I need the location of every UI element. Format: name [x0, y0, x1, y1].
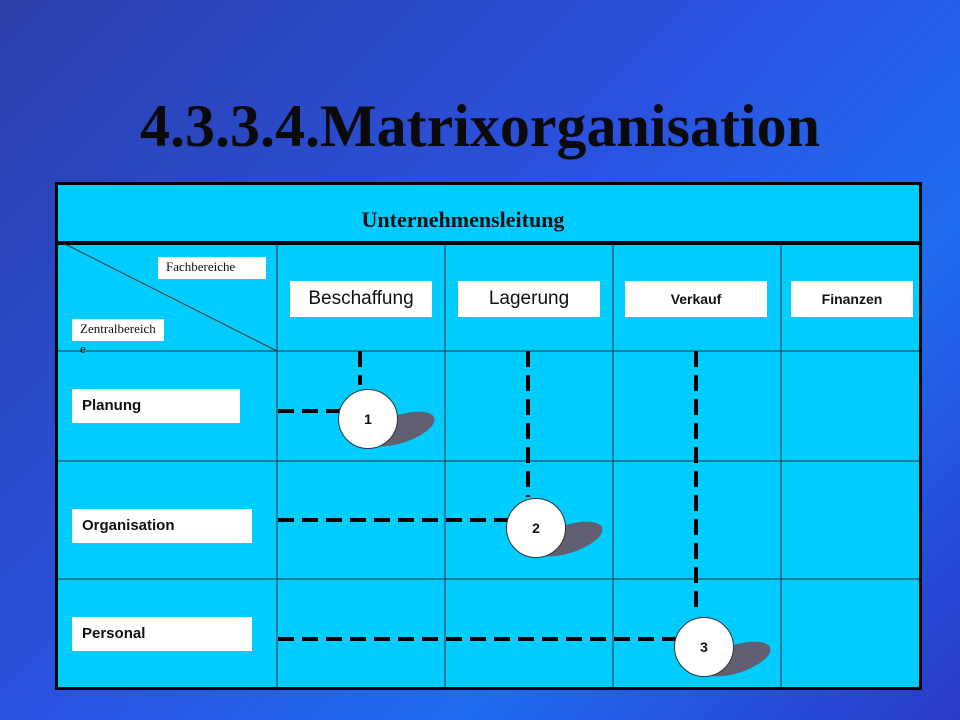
slide-title: 4.3.3.4.Matrixorganisation: [140, 93, 820, 159]
column-header-finanzen: Finanzen: [791, 281, 913, 317]
node-2: 2: [506, 498, 566, 558]
header-unternehmensleitung: Unternehmensleitung: [361, 207, 565, 232]
corner-label-zentralbereiche: Zentralbereich e: [72, 319, 164, 356]
corner-label-fachbereiche: Fachbereiche: [158, 257, 266, 279]
column-header-lagerung: Lagerung: [458, 281, 600, 317]
row-header-planung: Planung: [72, 389, 240, 423]
matrix-diagram: Unternehmensleitung Fachbereiche Zentral…: [55, 182, 922, 690]
row-header-personal: Personal: [72, 617, 252, 651]
column-header-verkauf: Verkauf: [625, 281, 767, 317]
row-header-organisation: Organisation: [72, 509, 252, 543]
node-1: 1: [338, 389, 398, 449]
column-header-beschaffung: Beschaffung: [290, 281, 432, 317]
matrix-gridlines: [58, 241, 919, 687]
node-3: 3: [674, 617, 734, 677]
